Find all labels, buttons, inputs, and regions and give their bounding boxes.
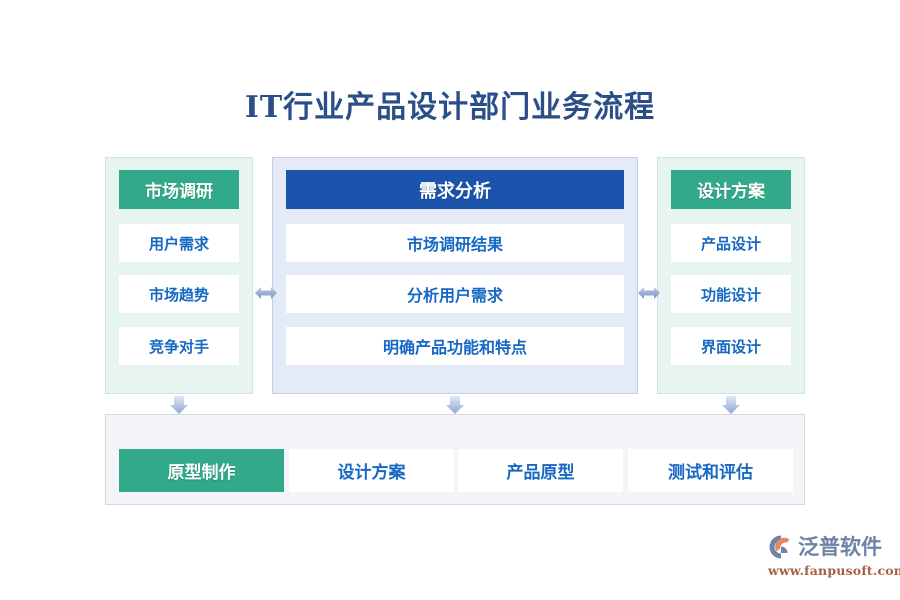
list-item[interactable]: 功能设计 — [671, 275, 791, 313]
bottom-item-test-evaluate[interactable]: 测试和评估 — [628, 449, 793, 492]
list-item[interactable]: 市场趋势 — [119, 275, 239, 313]
bottom-item-prototype[interactable]: 原型制作 — [119, 449, 284, 492]
logo-name: 泛普软件 — [798, 534, 882, 559]
arrow-down-icon — [444, 394, 466, 416]
page-title: IT行业产品设计部门业务流程 — [244, 90, 656, 125]
logo-row: 泛普软件 — [768, 534, 896, 560]
fanpu-logo-icon — [768, 534, 794, 560]
double-arrow-horizontal-icon — [254, 281, 278, 305]
list-item[interactable]: 产品设计 — [671, 224, 791, 262]
column-header-design-plan[interactable]: 设计方案 — [671, 170, 791, 209]
list-item[interactable]: 市场调研结果 — [286, 224, 624, 262]
list-item[interactable]: 分析用户需求 — [286, 275, 624, 313]
bottom-item-design-plan[interactable]: 设计方案 — [289, 449, 454, 492]
logo-url: www.fanpusoft.com — [768, 563, 900, 578]
list-item[interactable]: 用户需求 — [119, 224, 239, 262]
double-arrow-horizontal-icon — [637, 281, 661, 305]
list-item[interactable]: 竞争对手 — [119, 327, 239, 365]
column-header-requirement-analysis[interactable]: 需求分析 — [286, 170, 624, 209]
list-item[interactable]: 明确产品功能和特点 — [286, 327, 624, 365]
list-item[interactable]: 界面设计 — [671, 327, 791, 365]
column-header-market-research[interactable]: 市场调研 — [119, 170, 239, 209]
bottom-item-product-prototype[interactable]: 产品原型 — [458, 449, 623, 492]
arrow-down-icon — [168, 394, 190, 416]
arrow-down-icon — [720, 394, 742, 416]
brand-logo: 泛普软件 www.fanpusoft.com — [768, 534, 900, 584]
